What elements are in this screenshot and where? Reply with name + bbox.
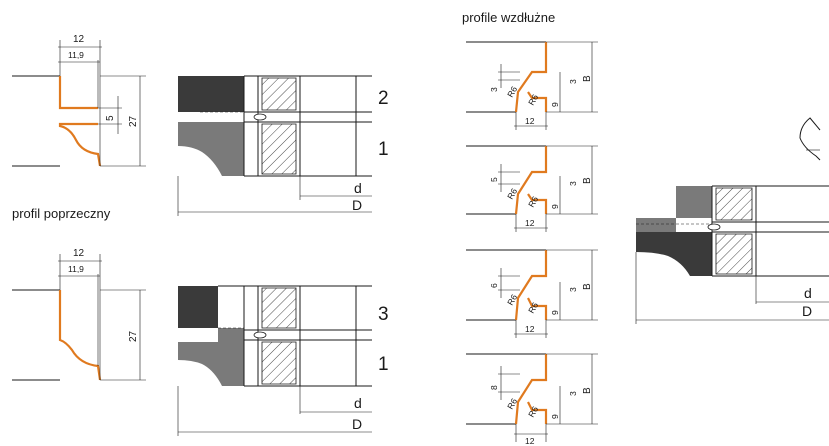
lp3-dim-12: 12 xyxy=(525,324,535,334)
lp2-dim-B: B xyxy=(582,177,593,184)
lp4-dim-3-r: 3 xyxy=(568,391,578,396)
lp2-dim-3-r: 3 xyxy=(568,181,578,186)
lp1-dim-B: B xyxy=(582,75,593,82)
lp2-dim-12: 12 xyxy=(525,218,535,228)
dim-D-bottom: D xyxy=(352,416,362,432)
part-number-1-bottom: 1 xyxy=(378,354,389,375)
lp2-r6-a: R6 xyxy=(505,186,519,201)
dim-d-top: d xyxy=(354,180,362,196)
dim-width-11-9-b: 11,9 xyxy=(68,264,84,274)
knife-upper-r xyxy=(676,186,712,218)
profile-bottom-left: 12 11,9 27 xyxy=(12,248,146,381)
dim-height-27-b: 27 xyxy=(128,330,139,342)
knife-lower-grey-b xyxy=(178,328,244,386)
lp2-dim-5: 5 xyxy=(489,177,499,182)
lp3-r6-b: R6 xyxy=(526,300,540,315)
lp1-dim-3-r: 3 xyxy=(568,79,578,84)
part-number-2: 2 xyxy=(378,88,389,109)
lp4-dim-B: B xyxy=(582,387,593,394)
dim-d-right: d xyxy=(804,285,812,301)
lp2-r6-b: R6 xyxy=(526,194,540,209)
cutter-assembly-right: d D xyxy=(635,117,829,324)
lp3-r6-a: R6 xyxy=(505,292,519,307)
cutter-assembly-bottom: 3 1 d D xyxy=(177,285,389,436)
dim-D-top: D xyxy=(352,197,362,213)
lp1-dim-9: 9 xyxy=(550,102,560,107)
lp1-r6-a: R6 xyxy=(505,84,519,99)
lp2-dim-9: 9 xyxy=(550,204,560,209)
long-profile-3: 6 R6 R6 9 3 B 12 xyxy=(466,249,598,338)
lp4-dim-9: 9 xyxy=(550,414,560,419)
label-profile-longitudinal: profile wzdłużne xyxy=(462,10,555,25)
lp4-r6-a: R6 xyxy=(505,396,519,411)
lp4-dim-8: 8 xyxy=(489,385,499,390)
lp1-dim-12: 12 xyxy=(525,116,535,126)
label-profile-transverse: profil poprzeczny xyxy=(12,206,111,221)
long-profile-2: 5 R6 R6 9 3 B 12 xyxy=(466,145,598,232)
dim-width-12: 12 xyxy=(73,34,85,45)
long-profile-1: 3 R6 R6 9 3 B 12 xyxy=(466,41,598,130)
dim-width-12-b: 12 xyxy=(73,248,85,259)
lp3-dim-B: B xyxy=(582,283,593,290)
profile-top-left: 12 11,9 5 27 xyxy=(12,34,146,167)
dim-width-11-9: 11,9 xyxy=(68,50,84,60)
lp3-dim-9: 9 xyxy=(550,310,560,315)
dim-d-bottom: d xyxy=(354,395,362,411)
dim-D-right: D xyxy=(802,303,812,319)
lp4-dim-12: 12 xyxy=(525,436,535,446)
part-number-1-top: 1 xyxy=(378,139,389,160)
lp4-r6-b: R6 xyxy=(526,404,540,419)
dim-height-27: 27 xyxy=(128,115,139,127)
lp1-dim-3: 3 xyxy=(489,87,499,92)
cutter-assembly-top: 2 1 d D xyxy=(177,75,389,216)
lp1-r6-b: R6 xyxy=(526,92,540,107)
lp3-dim-6: 6 xyxy=(489,283,499,288)
lp3-dim-3-r: 3 xyxy=(568,287,578,292)
knife-lower-r xyxy=(636,232,712,276)
knife-shank-r xyxy=(636,218,676,232)
dim-gap-5: 5 xyxy=(105,115,116,121)
knife-upper-dark xyxy=(178,76,244,112)
spiral-cutter-icon xyxy=(799,117,821,161)
long-profile-4: 8 R6 R6 9 3 B 12 xyxy=(466,353,598,446)
knife-lower-grey xyxy=(178,122,244,176)
part-number-3: 3 xyxy=(378,304,389,325)
knife-upper-dark-b xyxy=(178,286,218,328)
